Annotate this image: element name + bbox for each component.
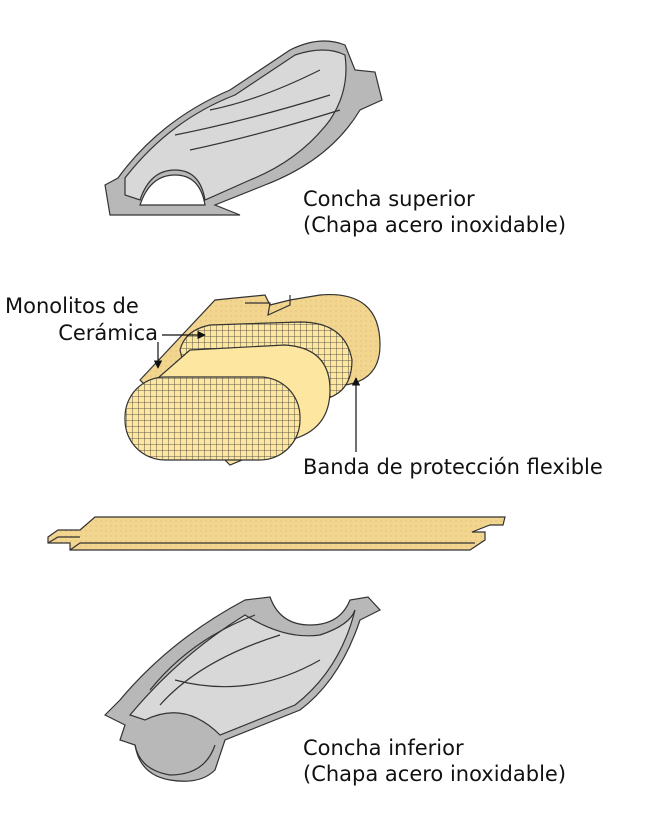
lower-shell-label-1: Concha inferior	[303, 736, 464, 760]
flat-band-strip	[47, 516, 506, 551]
ceramic-monolith	[124, 344, 331, 466]
pointers	[153, 330, 361, 452]
lower-shell-label-2: (Chapa acero inoxidable)	[303, 762, 566, 786]
upper-shell	[104, 40, 383, 216]
band-label: Banda de protección flexible	[303, 455, 603, 479]
monoliths-label-2: Cerámica	[58, 321, 158, 345]
monoliths-label-1: Monolitos de	[5, 294, 139, 318]
lower-shell	[103, 596, 381, 782]
upper-shell-label-2: (Chapa acero inoxidable)	[303, 213, 566, 237]
upper-shell-label-1: Concha superior	[303, 187, 475, 211]
